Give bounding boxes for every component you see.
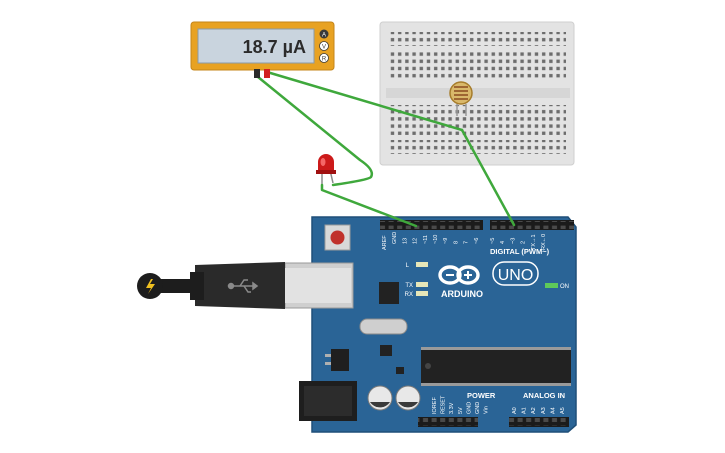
meter-mode-ammeter-button[interactable]: A — [319, 29, 329, 39]
digital-pin-label: 8 — [453, 241, 459, 244]
power-label: POWER — [467, 391, 496, 400]
wire-meter-to-photoresistor[interactable] — [265, 70, 464, 132]
pin-label: 3.3V — [449, 402, 455, 414]
atmega-microcontroller — [421, 347, 571, 386]
led-label-rx: RX — [405, 292, 413, 298]
red-led[interactable] — [316, 154, 336, 185]
pin-label: A2 — [531, 407, 537, 414]
crystal-oscillator — [359, 318, 408, 335]
power-bolt-icon — [146, 279, 155, 294]
svg-text:V: V — [322, 45, 326, 51]
led-label-l: L — [406, 263, 410, 269]
pin-label: A3 — [541, 407, 547, 414]
digital-header-label: DIGITAL (PWM~) — [490, 247, 550, 256]
digital-pin-label: 7 — [464, 241, 470, 244]
usb-symbol-icon — [227, 279, 259, 293]
pin-label: 5V — [458, 407, 464, 414]
pin-label: A1 — [522, 407, 528, 414]
meter-positive-probe[interactable] — [264, 69, 270, 78]
digital-pin-label: TX→1 — [531, 234, 537, 250]
digital-pin-label: ~10 — [433, 235, 439, 244]
pin-label: RESET — [441, 395, 447, 414]
digital-pin-label: GND — [392, 232, 398, 244]
pin-label: GND — [475, 402, 481, 414]
digital-pin-labels: AREF GND 13 12 ~11 ~10 ~9 8 7 ~6 ~5 4 ~3 2 TX→1 RX←0 — [382, 232, 547, 250]
digital-pin-label: 4 — [500, 241, 506, 244]
wires[interactable] — [256, 70, 516, 228]
capacitor-2 — [395, 385, 421, 411]
status-leds: L TX RX — [405, 262, 428, 298]
digital-pin-label: ~9 — [443, 238, 449, 244]
digital-pin-label: 13 — [402, 238, 408, 244]
multimeter[interactable]: 18.7 µA A V R — [190, 21, 335, 78]
on-label: ON — [560, 284, 569, 290]
breadboard-lower-holes[interactable] — [390, 105, 566, 135]
breadboard[interactable] — [379, 21, 575, 166]
pin-label: IOREF — [432, 397, 438, 414]
reset-button[interactable] — [324, 224, 351, 251]
pin-label: GND — [466, 402, 472, 414]
pin-label: A5 — [560, 407, 566, 414]
voltage-regulator — [325, 349, 349, 371]
power-indicator-led — [545, 283, 558, 288]
usb-cable[interactable] — [137, 262, 354, 309]
wire-meter-to-led[interactable] — [256, 75, 374, 187]
pin-label: A4 — [550, 407, 556, 414]
breadboard-top-rail-holes[interactable] — [390, 32, 566, 46]
digital-pin-label: 2 — [521, 241, 527, 244]
dc-barrel-jack[interactable] — [299, 381, 357, 421]
digital-pin-label: AREF — [382, 235, 388, 250]
meter-negative-probe[interactable] — [254, 69, 260, 78]
breadboard-center-channel — [386, 88, 570, 98]
pin-label: Vin — [484, 406, 490, 414]
pin-label: A0 — [512, 407, 518, 414]
wire-photoresistor-to-pin[interactable] — [460, 128, 516, 227]
analog-label: ANALOG IN — [523, 391, 565, 400]
svg-text:A: A — [322, 33, 326, 39]
arduino-logo-icon — [438, 265, 480, 285]
arduino-uno-board[interactable]: AREF GND 13 12 ~11 ~10 ~9 8 7 ~6 ~5 4 ~3 2 TX→1 RX←0 DI… — [299, 216, 577, 433]
small-chip — [380, 345, 392, 356]
digital-pin-label: RX←0 — [541, 234, 547, 250]
wire-led-to-gnd[interactable] — [320, 183, 418, 228]
capacitor-1 — [367, 385, 393, 411]
meter-mode-ohmmeter-button[interactable]: R — [319, 53, 329, 63]
led-label-tx: TX — [405, 283, 413, 289]
digital-pin-label: ~3 — [510, 238, 516, 244]
digital-pin-label: 12 — [413, 238, 419, 244]
breadboard-upper-holes[interactable] — [390, 52, 566, 80]
svg-text:R: R — [322, 57, 327, 63]
digital-pin-label: ~11 — [423, 235, 429, 244]
meter-reading: 18.7 µA — [243, 37, 306, 57]
model-badge: UNO — [492, 261, 539, 286]
brand-label: ARDUINO — [441, 289, 483, 299]
usb-controller-chip — [379, 282, 399, 304]
photoresistor[interactable] — [449, 81, 473, 116]
digital-pin-label: ~5 — [490, 238, 496, 244]
breadboard-bottom-rail-holes[interactable] — [390, 140, 566, 154]
meter-mode-voltmeter-button[interactable]: V — [319, 41, 329, 51]
digital-pin-label: ~6 — [474, 238, 480, 244]
model-label: UNO — [498, 267, 534, 284]
